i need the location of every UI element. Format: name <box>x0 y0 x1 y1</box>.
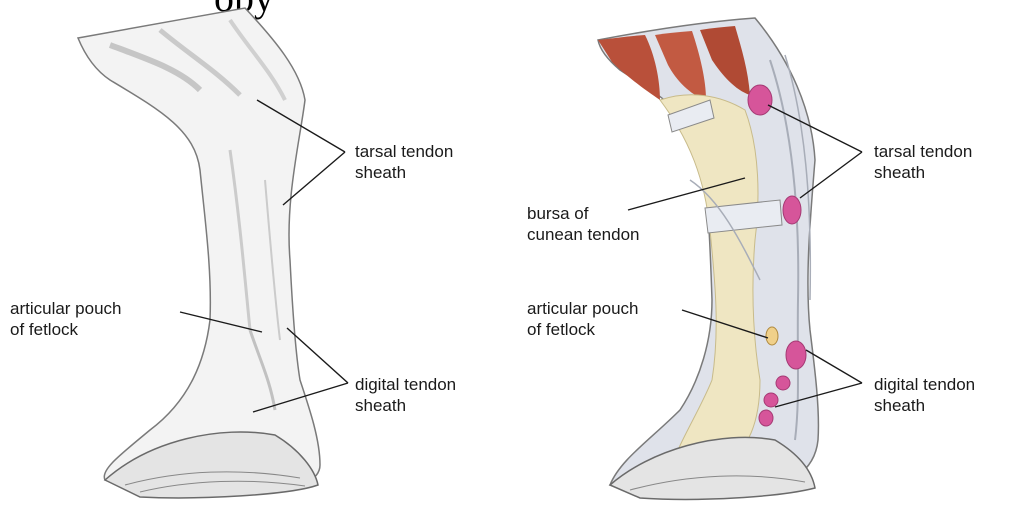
right-leg-drawing <box>598 18 818 499</box>
right-bursa-cunean-tendon-label: bursa of cunean tendon <box>527 203 640 245</box>
left-digital-tendon-sheath-label: digital tendon sheath <box>355 374 456 416</box>
left-tarsal-tendon-sheath-label: tarsal tendon sheath <box>355 141 453 183</box>
right-articular-pouch-label: articular pouch of fetlock <box>527 298 639 340</box>
left-leg-drawing <box>78 8 320 498</box>
right-tarsal-tendon-sheath-label: tarsal tendon sheath <box>874 141 972 183</box>
right-digital-tendon-sheath-label: digital tendon sheath <box>874 374 975 416</box>
left-articular-pouch-label: articular pouch of fetlock <box>10 298 122 340</box>
